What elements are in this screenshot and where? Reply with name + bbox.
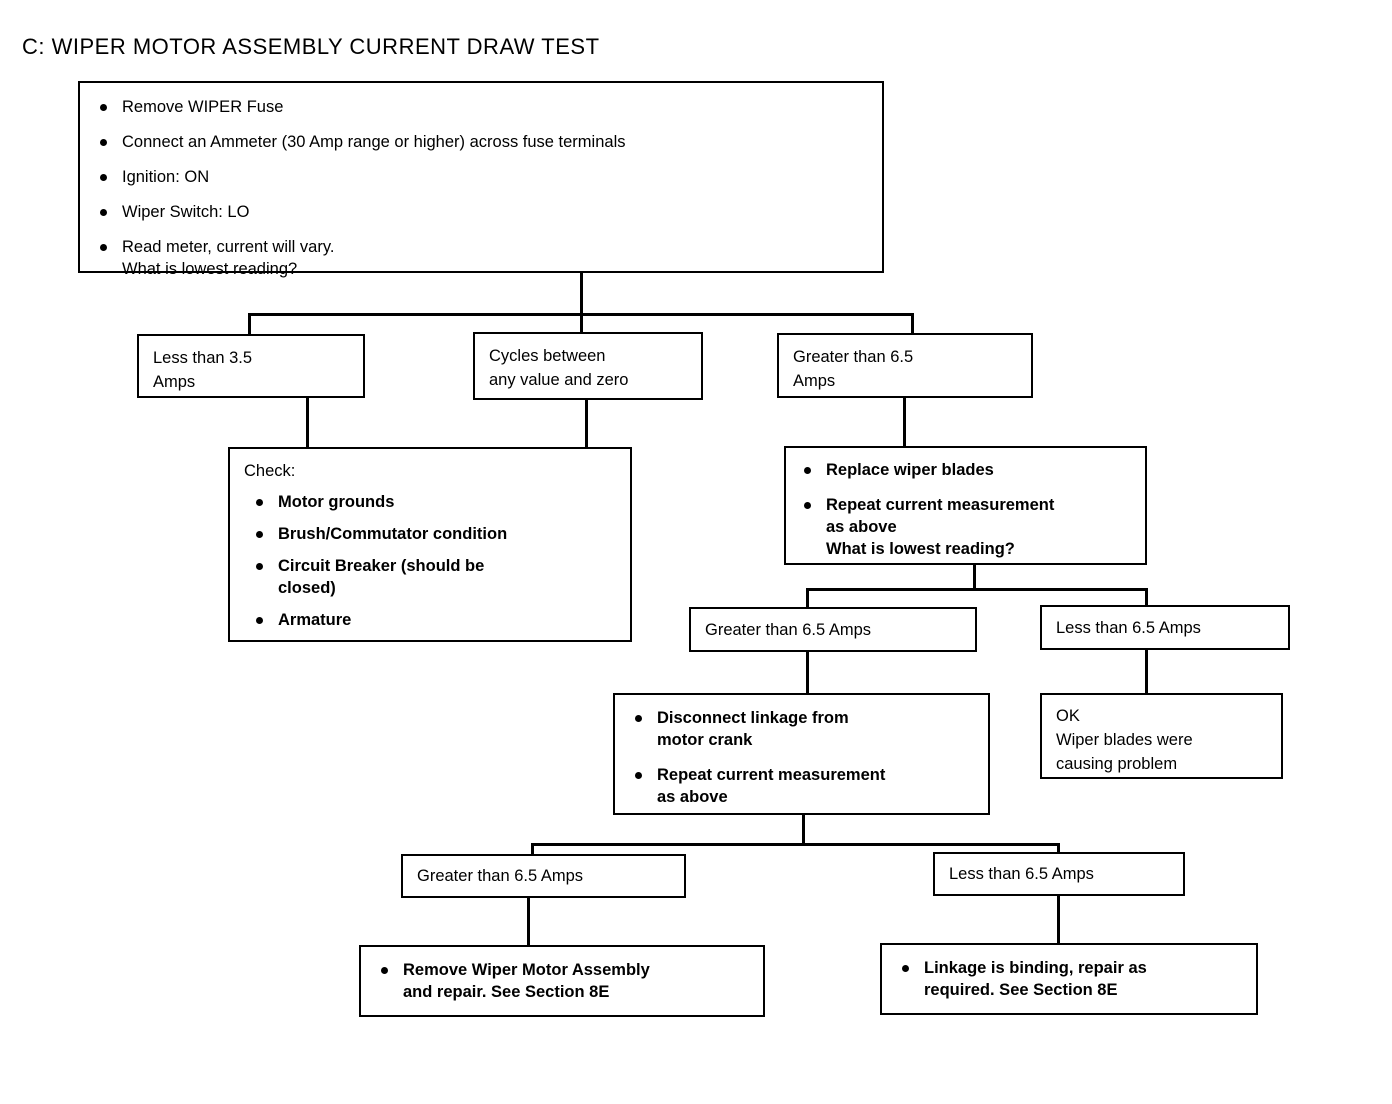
linkage-binding-bullet-list: Linkage is binding, repair as required. … — [898, 958, 1240, 1002]
page-title: C: WIPER MOTOR ASSEMBLY CURRENT DRAW TES… — [22, 34, 600, 59]
connector-to-greater65-bottom — [531, 843, 534, 857]
list-item: Connect an Ammeter (30 Amp range or high… — [96, 132, 866, 154]
connector-replace-stem — [973, 565, 976, 590]
node-less-than-6-5-amps-bottom: Less than 6.5 Amps — [933, 852, 1185, 896]
connector-start-stem — [580, 273, 583, 315]
connector-greater65-to-replace — [903, 398, 906, 448]
connector-to-less35 — [248, 313, 251, 335]
node-ok-wiper-blades: OK Wiper blades were causing problem — [1040, 693, 1283, 779]
list-item: Remove WIPER Fuse — [96, 97, 866, 119]
start-bullet-list: Remove WIPER Fuse Connect an Ammeter (30… — [96, 97, 866, 281]
node-label: Less than 3.5 Amps — [153, 349, 253, 391]
replace-bullet-list: Replace wiper blades Repeat current meas… — [800, 460, 1131, 561]
connector-less65mid-to-ok — [1145, 650, 1148, 693]
check-heading: Check: — [244, 462, 296, 480]
node-cycles-between-any-value-and-zero: Cycles between any value and zero — [473, 332, 703, 400]
connector-to-less65-mid — [1145, 588, 1148, 608]
check-bullet-list: Motor grounds Brush/Commutator condition… — [244, 492, 616, 632]
node-label: Less than 6.5 Amps — [1056, 619, 1201, 637]
connector-to-less65-bottom — [1057, 843, 1060, 857]
connector-cycles-to-check — [585, 400, 588, 447]
list-item: Remove Wiper Motor Assembly and repair. … — [377, 960, 747, 1004]
disconnect-bullet-list: Disconnect linkage from motor crank Repe… — [631, 708, 972, 809]
remove-motor-bullet-list: Remove Wiper Motor Assembly and repair. … — [377, 960, 747, 1004]
connector-less35-to-check — [306, 398, 309, 447]
list-item: Disconnect linkage from motor crank — [631, 708, 972, 752]
node-label: Greater than 6.5 Amps — [705, 621, 872, 639]
connector-replace-bus — [806, 588, 1148, 591]
list-item: Armature — [244, 610, 616, 632]
connector-to-cycles — [580, 313, 583, 335]
list-item: Read meter, current will vary. What is l… — [96, 237, 866, 281]
node-greater-than-6-5-amps-bottom: Greater than 6.5 Amps — [401, 854, 686, 898]
connector-to-greater65-mid — [806, 588, 809, 608]
list-item: Ignition: ON — [96, 167, 866, 189]
node-less-than-6-5-amps-mid: Less than 6.5 Amps — [1040, 605, 1290, 650]
list-item: Circuit Breaker (should be closed) — [244, 556, 616, 600]
node-less-than-3-5-amps: Less than 3.5 Amps — [137, 334, 365, 398]
node-label: Cycles between any value and zero — [489, 347, 629, 389]
list-item: Replace wiper blades — [800, 460, 1131, 482]
node-greater-than-6-5-amps-top: Greater than 6.5 Amps — [777, 333, 1033, 398]
connector-to-greater65 — [911, 313, 914, 335]
connector-greater65bottom-to-removemotor — [527, 898, 530, 946]
list-item: Repeat current measurement as above What… — [800, 495, 1131, 561]
list-item: Linkage is binding, repair as required. … — [898, 958, 1240, 1002]
node-start-procedure: Remove WIPER Fuse Connect an Ammeter (30… — [78, 81, 884, 278]
node-check-items: Check: Motor grounds Brush/Commutator co… — [228, 447, 632, 642]
node-remove-wiper-motor-assembly: Remove Wiper Motor Assembly and repair. … — [359, 945, 765, 1017]
node-label: OK Wiper blades were causing problem — [1056, 707, 1193, 773]
node-label: Greater than 6.5 Amps — [793, 348, 914, 390]
connector-greater65mid-to-disconnect — [806, 652, 809, 694]
list-item: Wiper Switch: LO — [96, 202, 866, 224]
list-item: Motor grounds — [244, 492, 616, 514]
connector-disconnect-stem — [802, 815, 805, 845]
node-greater-than-6-5-amps-mid: Greater than 6.5 Amps — [689, 607, 977, 652]
node-linkage-is-binding: Linkage is binding, repair as required. … — [880, 943, 1258, 1015]
list-item: Brush/Commutator condition — [244, 524, 616, 546]
list-item: Repeat current measurement as above — [631, 765, 972, 809]
node-label: Less than 6.5 Amps — [949, 865, 1094, 883]
connector-less65bottom-to-linkagebind — [1057, 896, 1060, 944]
connector-disconnect-bus — [531, 843, 1060, 846]
node-replace-wiper-blades: Replace wiper blades Repeat current meas… — [784, 446, 1147, 565]
node-disconnect-linkage: Disconnect linkage from motor crank Repe… — [613, 693, 990, 815]
node-label: Greater than 6.5 Amps — [417, 867, 584, 885]
